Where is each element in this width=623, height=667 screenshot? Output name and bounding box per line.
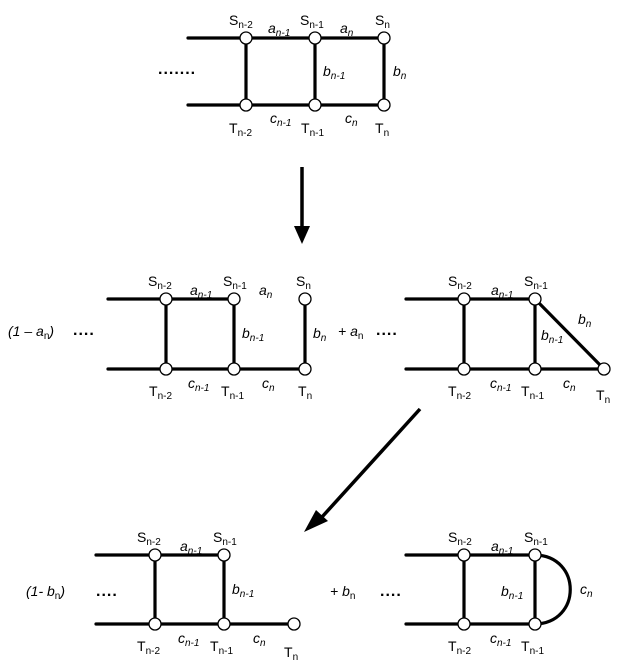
middle-left-node-t-n1 (227, 362, 241, 376)
top-label-b-n1: bn-1 (323, 63, 345, 82)
bottom-right-label-c-n1: cn-1 (490, 630, 511, 649)
bottom-left-graph: (1- bn) .... Sn-2 Sn-1 Tn-2 Tn-1 Tn an-1… (26, 529, 301, 663)
diagonal-arrow-shaft (320, 407, 422, 519)
down-arrow (294, 167, 310, 244)
bottom-right-c-n-arc-edge (533, 553, 572, 626)
middle-right-label-t-n1: Tn-1 (521, 383, 544, 402)
top-node-s-n (377, 31, 391, 45)
bottom-left-label-b-n1: bn-1 (232, 581, 254, 600)
middle-left-node-t-n2 (159, 362, 173, 376)
top-label-t-n1: Tn-1 (301, 120, 324, 139)
bottom-left-node-s-n1 (217, 548, 231, 562)
middle-left-node-s-n (298, 292, 312, 306)
top-graph: ....... Sn-2 Sn-1 Sn Tn-2 Tn-1 Tn an-1 a… (158, 12, 407, 139)
middle-left-node-s-n1 (227, 292, 241, 306)
bottom-right-label-s-n2: Sn-2 (448, 529, 472, 548)
top-node-t-n1 (308, 98, 322, 112)
middle-left-label-a-n1: an-1 (190, 282, 212, 301)
down-arrow-head (294, 226, 310, 244)
top-label-s-n2: Sn-2 (229, 12, 253, 31)
bottom-left-label-a-n1: an-1 (180, 538, 202, 557)
middle-right-label-c-n: cn (563, 375, 576, 394)
middle-left-ellipsis: .... (73, 322, 95, 339)
bottom-right-label-t-n1: Tn-1 (521, 638, 544, 657)
bottom-left-label-s-n2: Sn-2 (137, 529, 161, 548)
bottom-right-node-s-n2 (457, 548, 471, 562)
middle-left-label-s-n1: Sn-1 (223, 273, 247, 292)
middle-left-label-a-n: an (259, 282, 273, 301)
bottom-right-label-s-n1: Sn-1 (524, 529, 548, 548)
bottom-right-node-s-n1 (528, 548, 542, 562)
middle-right-label-c-n1: cn-1 (490, 375, 511, 394)
diagonal-arrow (304, 407, 422, 532)
middle-left-label-c-n1: cn-1 (188, 375, 209, 394)
middle-right-label-s-n1: Sn-1 (524, 273, 548, 292)
middle-right-b-n-diagonal-edge (533, 297, 606, 371)
top-label-t-n2: Tn-2 (229, 120, 252, 139)
middle-right-label-s-n2: Sn-2 (448, 273, 472, 292)
middle-right-node-t-n2 (457, 362, 471, 376)
bottom-left-label-t-n1: Tn-1 (210, 638, 233, 657)
middle-left-label-s-n2: Sn-2 (148, 273, 172, 292)
top-ellipsis: ....... (158, 61, 196, 78)
middle-right-coefficient: + an (338, 323, 363, 342)
top-label-s-n: Sn (375, 12, 390, 31)
middle-right-graph: + an .... Sn-2 Sn-1 Tn-2 Tn-1 Tn an-1 bn… (338, 273, 611, 406)
top-label-a-n: an (340, 20, 354, 39)
middle-right-label-t-n: Tn (596, 387, 610, 406)
middle-left-label-t-n1: Tn-1 (221, 383, 244, 402)
middle-right-label-b-n1: bn-1 (541, 327, 563, 346)
bottom-left-label-c-n: cn (253, 630, 266, 649)
top-node-t-n (377, 98, 391, 112)
middle-left-node-s-n2 (159, 292, 173, 306)
bottom-right-ellipsis: .... (380, 583, 402, 600)
middle-right-node-s-n2 (457, 292, 471, 306)
middle-left-graph: (1 – an) .... Sn-2 Sn-1 Sn Tn-2 Tn-1 Tn … (8, 273, 327, 402)
bottom-left-label-t-n2: Tn-2 (137, 638, 160, 657)
top-label-t-n: Tn (375, 120, 389, 139)
bottom-left-ellipsis: .... (96, 583, 118, 600)
bottom-left-node-t-n1 (217, 617, 231, 631)
top-node-s-n1 (308, 31, 322, 45)
bottom-right-coefficient: + bn (330, 583, 355, 602)
middle-right-node-t-n1 (528, 362, 542, 376)
top-node-s-n2 (239, 31, 253, 45)
bottom-right-graph: + bn .... Sn-2 Sn-1 Tn-2 Tn-1 an-1 bn-1 … (330, 529, 593, 657)
top-label-b-n: bn (393, 63, 407, 82)
top-label-c-n: cn (345, 110, 358, 129)
bottom-right-label-b-n1: bn-1 (501, 583, 523, 602)
bottom-right-label-c-n: cn (580, 581, 593, 600)
top-label-s-n1: Sn-1 (300, 12, 324, 31)
middle-left-label-c-n: cn (262, 375, 275, 394)
middle-left-label-b-n1: bn-1 (242, 325, 264, 344)
top-node-t-n2 (239, 98, 253, 112)
bottom-left-label-s-n1: Sn-1 (213, 529, 237, 548)
bottom-left-node-t-n2 (148, 617, 162, 631)
middle-right-node-s-n1 (528, 292, 542, 306)
middle-right-label-a-n1: an-1 (491, 282, 513, 301)
top-label-a-n1: an-1 (268, 20, 290, 39)
bottom-right-node-t-n1 (528, 617, 542, 631)
middle-left-label-t-n: Tn (298, 383, 312, 402)
middle-left-label-b-n: bn (313, 325, 327, 344)
middle-left-coefficient: (1 – an) (8, 323, 54, 342)
middle-right-node-t-n (597, 362, 611, 376)
middle-left-node-t-n (298, 362, 312, 376)
middle-right-label-b-n: bn (578, 311, 592, 330)
middle-right-ellipsis: .... (376, 322, 398, 339)
bottom-right-label-a-n1: an-1 (491, 538, 513, 557)
bottom-left-node-s-n2 (148, 548, 162, 562)
bottom-right-label-t-n2: Tn-2 (448, 638, 471, 657)
bottom-left-node-t-n (287, 617, 301, 631)
middle-left-label-t-n2: Tn-2 (149, 383, 172, 402)
top-label-c-n1: cn-1 (270, 110, 291, 129)
bottom-right-node-t-n2 (457, 617, 471, 631)
middle-left-label-s-n: Sn (296, 273, 311, 292)
diagonal-arrow-head (304, 510, 328, 532)
middle-right-label-t-n2: Tn-2 (448, 383, 471, 402)
bottom-left-label-c-n1: cn-1 (178, 630, 199, 649)
bottom-left-label-t-n: Tn (284, 644, 298, 663)
bottom-left-coefficient: (1- bn) (26, 583, 65, 602)
